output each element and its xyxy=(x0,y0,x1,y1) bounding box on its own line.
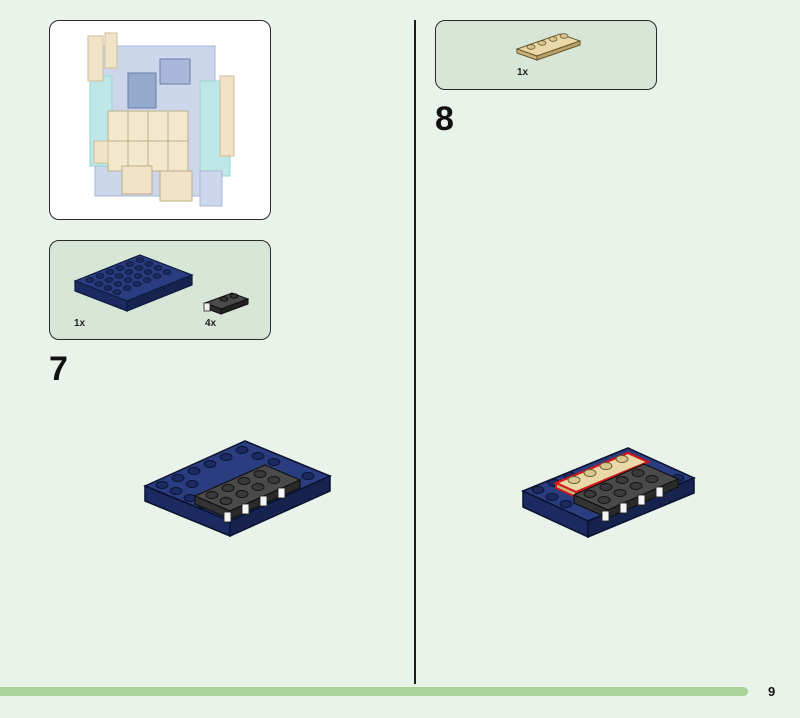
step8-parts-panel: 1x xyxy=(435,20,657,90)
model-overview-illustration xyxy=(87,32,235,207)
step7-number: 7 xyxy=(49,350,68,388)
black-plate-clip-icon xyxy=(203,292,250,315)
step8-part1-qty: 1x xyxy=(517,67,529,78)
column-divider xyxy=(414,20,416,684)
step7-build-illustration xyxy=(143,440,332,538)
step7-part2-qty: 4x xyxy=(205,318,217,329)
dark-blue-plate-icon xyxy=(73,254,194,312)
page-number: 9 xyxy=(768,684,776,699)
tan-plate-icon xyxy=(515,33,582,61)
step8-number: 8 xyxy=(435,100,454,138)
step7-part1-qty: 1x xyxy=(74,318,86,329)
page-progress-bar xyxy=(0,687,748,696)
step7-parts-panel: 1x 4x xyxy=(49,240,271,340)
step8-build-illustration xyxy=(521,447,696,539)
model-overview-panel xyxy=(49,20,271,220)
